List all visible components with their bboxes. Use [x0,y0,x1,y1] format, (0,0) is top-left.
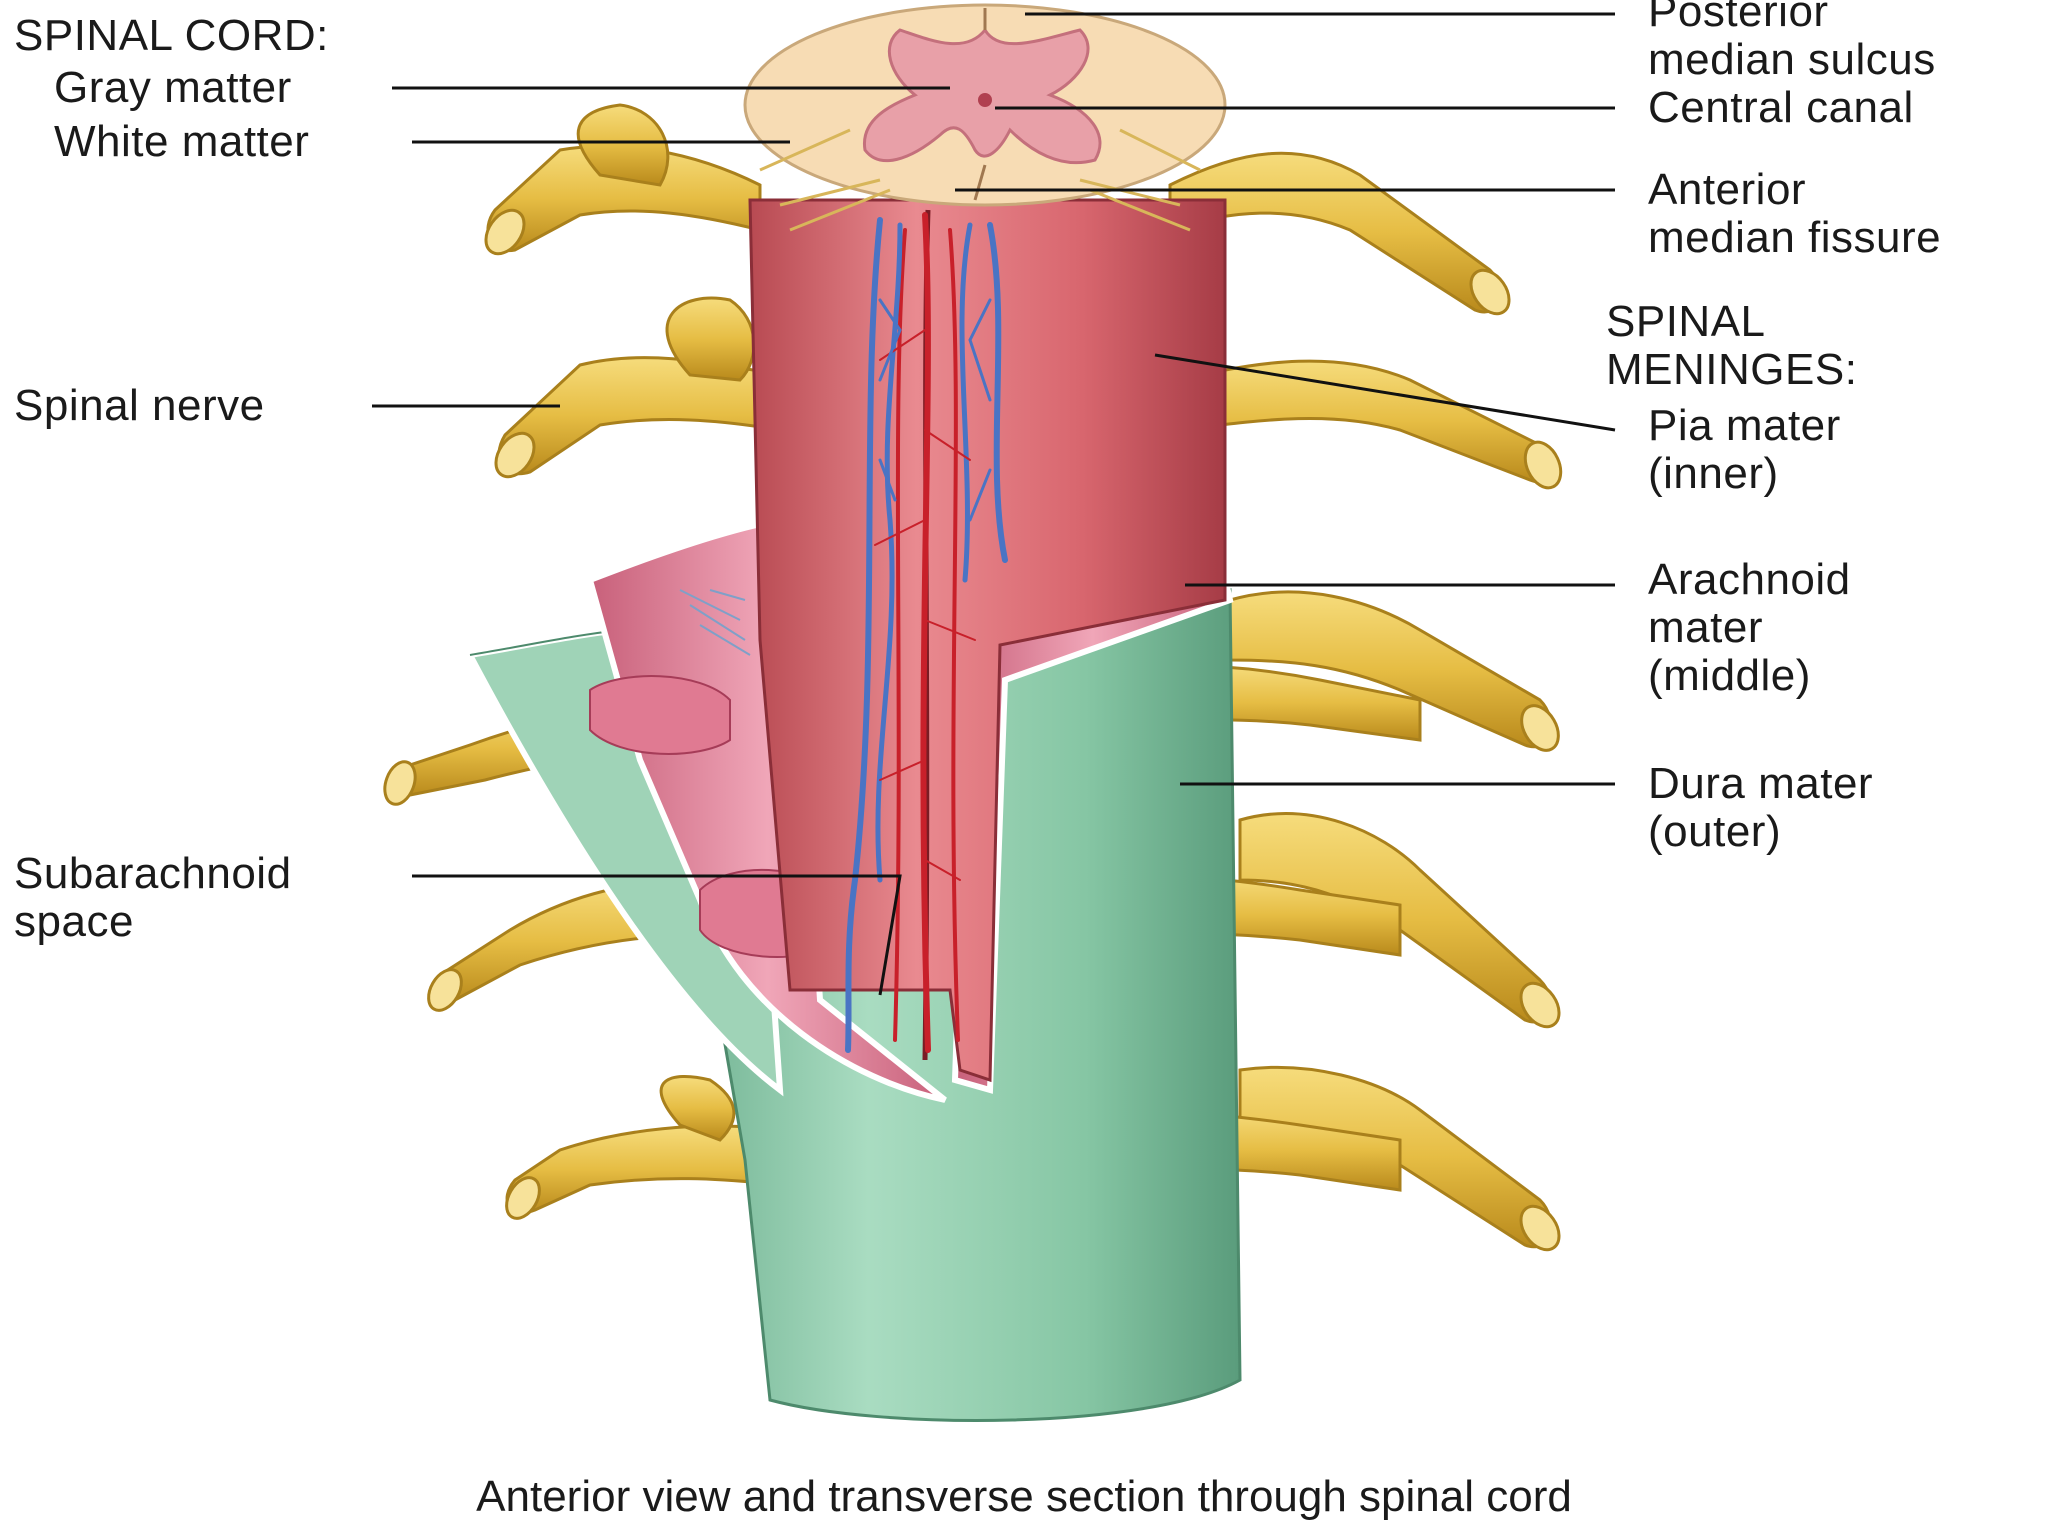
subarachnoid-root-sleeve-1 [589,675,731,755]
transverse-section [743,3,1227,232]
arachnoid-trabeculae [679,589,751,656]
meninges-heading-line1: SPINAL [1606,297,1766,346]
nerve-cut-ends [383,208,1563,1252]
dura-label-line1: Dura mater [1648,759,1874,808]
subarachnoid-label-line2: space [14,897,134,946]
blood-vessels [845,212,1008,1053]
spinal-nerve-left-5b [659,1074,736,1142]
dura-mater-label: Dura mater (outer) [1648,760,1873,856]
dura-label-line2: (outer) [1648,807,1782,856]
nerve-roots-section [759,128,1201,232]
posterior-label-line1: Posterior [1648,0,1829,36]
spinal-vein-left-2 [875,222,903,883]
arachnoid-label-line3: (middle) [1648,651,1811,700]
spinal-vein-left [845,217,883,1053]
white-matter-label: White matter [54,117,310,166]
spinal-nerve-left-2b [665,296,756,382]
arachnoid-label-line1: Arachnoid [1648,555,1851,604]
anterior-median-fissure-section [973,164,987,201]
spinal-vein-right-2 [959,222,973,583]
spinal-vein-right [987,222,1008,563]
spinal-nerve-left-1b [576,103,670,187]
pia-label-line1: Pia mater [1648,401,1841,450]
central-canal-section [978,93,992,107]
gray-matter-label: Gray matter [54,63,292,112]
leader-lines [372,12,1616,996]
posterior-label-line2: median sulcus [1648,35,1936,84]
subarachnoid-label-line1: Subarachnoid [14,849,292,898]
vein-branches [878,298,992,522]
anterior-label-line2: median fissure [1648,213,1942,262]
pia-label-line2: (inner) [1648,449,1779,498]
arachnoid-mater-label: Arachnoid mater (middle) [1648,556,1851,700]
arachnoid-mater-left-flap [586,516,947,1103]
arachnoid-label-line2: mater [1648,603,1763,652]
spinal-cord-heading: SPINAL CORD: [14,11,329,60]
anterior-spinal-artery [920,212,931,1053]
spinal-artery-right [948,228,960,1042]
spinal-nerve-left-5 [505,1124,782,1215]
anterior-median-fissure-label: Anterior median fissure [1648,166,1941,262]
leader-pia [1154,353,1616,432]
spinal-nerve-label: Spinal nerve [14,381,265,430]
posterior-median-sulcus-label: Posterior median sulcus [1648,0,1936,84]
figure-caption: Anterior view and transverse section thr… [476,1472,1572,1521]
anterior-label-line1: Anterior [1648,165,1807,214]
pia-mater-label: Pia mater (inner) [1648,402,1841,498]
vessel-branches [874,329,976,881]
subarachnoid-space-label: Subarachnoid space [14,850,292,946]
central-canal-label: Central canal [1648,83,1914,132]
meninges-heading-line2: MENINGES: [1606,345,1858,394]
spinal-meninges-heading: SPINAL MENINGES: [1606,298,1857,394]
spinal-nerve-right-2 [1178,359,1555,484]
leader-subarachnoid [412,874,902,996]
